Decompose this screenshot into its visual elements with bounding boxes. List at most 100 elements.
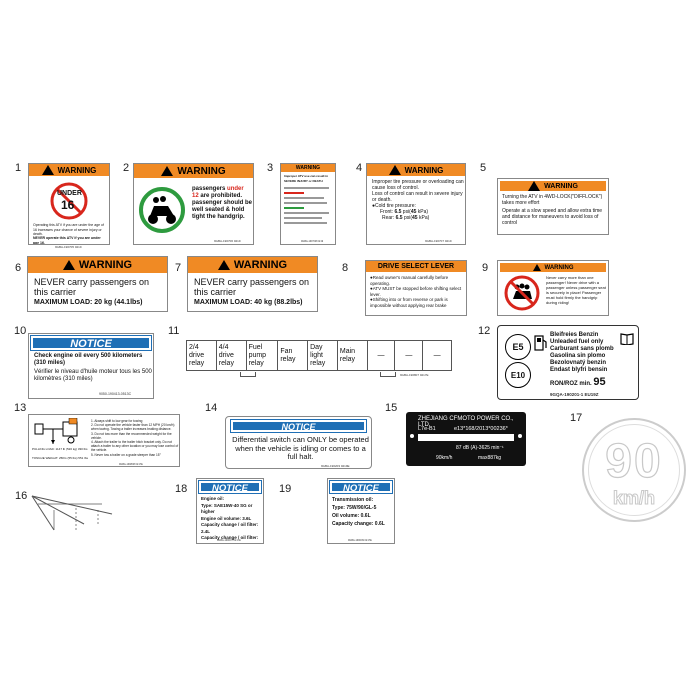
label-2-header: WARNING	[177, 165, 226, 177]
label-6-max-load: MAXIMUM LOAD: 20 kg (44.1lbs)	[34, 299, 143, 306]
manual-book-icon	[620, 332, 634, 350]
label-5-difflock-warning: WARNING Turning the ATV in 4WD-LOCK("DIF…	[497, 178, 609, 235]
label-number-16: 16	[15, 490, 28, 502]
warning-triangle-icon	[62, 260, 75, 270]
label-number-12: 12	[478, 325, 491, 337]
label-number-3: 3	[267, 162, 274, 174]
relay-cell-main: Main relay	[338, 341, 368, 370]
no-extra-passenger-icon	[504, 275, 540, 315]
label-18-engine-oil-notice: NOTICE Engine oil: Type: SAE15W-40 SG or…	[196, 478, 264, 544]
e5-badge: E5	[505, 334, 531, 360]
label-14-text: Differential switch can ONLY be operated…	[232, 435, 369, 461]
label-2-code: 9GBA-190706 0219	[214, 239, 241, 243]
label-6-header: WARNING	[78, 259, 133, 271]
label-number-14: 14	[205, 402, 218, 414]
rivet-hole-icon	[518, 434, 522, 438]
label-10-engine-oil-notice: NOTICE Check engine oil every 500 kilome…	[28, 333, 154, 399]
e10-badge: E10	[505, 362, 531, 388]
label-13-rules: 1. Always shift to low gear for towing 2…	[91, 419, 179, 457]
label-18-text: Engine oil: Type: SAE15W-40 SG or higher…	[201, 496, 259, 544]
label-number-5: 5	[480, 162, 487, 174]
label-13-tongue-weight: TONGUE WEIGHT: 25KG (55 lbs) 551 lbs	[32, 456, 88, 460]
label-1-under16-warning: WARNING UNDER 16 Operating this ATV if y…	[28, 163, 110, 245]
speed-limit-number: 90	[605, 434, 663, 488]
label-13-code: 9GBA-190808 0217E	[119, 463, 143, 466]
label-number-17: 17	[570, 412, 583, 424]
under16-prohibition-icon: UNDER 16	[49, 181, 89, 221]
label-11-tab-left	[240, 372, 256, 377]
label-15-vin-plate: ZHEJIANG CFMOTO POWER CO., LTD. L7e-B1 e…	[406, 412, 526, 466]
label-9-text: Never carry more than one passenger! Nev…	[546, 275, 606, 305]
label-number-2: 2	[123, 162, 130, 174]
label-11-relay-strip: 2/4 drive relay 4/4 drive relay Fuel pum…	[186, 340, 452, 371]
label-number-10: 10	[14, 325, 27, 337]
label-6-carrier-warning-20kg: WARNING NEVER carry passengers on this c…	[27, 256, 168, 312]
relay-cell-blank-3: —	[433, 351, 441, 359]
relay-cell-fuel-pump: Fuel pump relay	[247, 341, 279, 370]
label-3-code: 9GBA-190708 0219	[301, 240, 324, 243]
label-9-header: WARNING	[544, 264, 574, 271]
label-number-4: 4	[356, 162, 363, 174]
label-14-header: NOTICE	[230, 419, 367, 433]
label-15-title: ZHEJIANG CFMOTO POWER CO., LTD.	[418, 416, 514, 428]
label-15-mass: max887kg	[478, 455, 502, 461]
label-8-header: DRIVE SELECT LEVER	[366, 261, 466, 272]
label-4-tire-pressure-warning: WARNING Improper tire pressure or overlo…	[366, 163, 466, 245]
label-13-towing-label: PULLING LOAD: 1147 lb (520 kg) 330 lbs T…	[28, 414, 180, 467]
label-3-usage-warning: WARNING Improper ATV use can result in S…	[280, 163, 336, 245]
label-number-11: 11	[168, 325, 180, 337]
label-2-passengers-warning: WARNING passengers under 12 are prohibit…	[133, 163, 254, 245]
relay-cell-daylight: Day light relay	[308, 341, 338, 370]
relay-cell-fan: Fan relay	[278, 341, 309, 370]
label-3-title: Improper ATV use can result in SEVERE IN…	[284, 174, 329, 183]
label-7-max-load: MAXIMUM LOAD: 40 kg (88.2lbs)	[194, 299, 303, 306]
label-4-header: WARNING	[404, 165, 444, 175]
label-1-text-2: NEVER operate this ATV if you are under …	[33, 236, 101, 245]
label-8-drive-select-lever: DRIVE SELECT LEVER ●Read owner's manual …	[365, 260, 467, 316]
label-15-noise: 87 dB (A)-3625 min⁻¹	[456, 445, 504, 451]
label-3-fine-print	[284, 184, 334, 238]
label-19-header: NOTICE	[329, 480, 393, 494]
label-12-fuel-label: E5 E10 Bleifreies Benzin Unleaded fuel o…	[497, 325, 639, 400]
label-number-7: 7	[175, 262, 182, 274]
label-19-code: 9GBA-190009 0217E	[348, 539, 372, 542]
warning-triangle-icon	[161, 166, 174, 176]
label-18-code: 9GBA-190007 0217E	[217, 539, 241, 542]
label-number-18: 18	[175, 483, 188, 495]
vin-field	[418, 434, 514, 441]
label-number-6: 6	[15, 262, 22, 274]
speed-limit-inner-ring	[588, 424, 680, 516]
label-12-ron: RON/ROZ min. 95	[550, 376, 606, 388]
warning-triangle-icon	[41, 165, 54, 175]
label-15-model: L7e-B1	[418, 426, 436, 432]
speed-limit-unit: km/h	[612, 488, 655, 509]
label-number-13: 13	[14, 402, 27, 414]
relay-cell-4-4-drive: 4/4 drive relay	[217, 341, 247, 370]
atv-passenger-icon	[138, 186, 186, 239]
label-1-text: Operating this ATV if you are under the …	[33, 223, 104, 236]
label-10-text-fr: Vérifier le niveau d'huile moteur tous l…	[34, 369, 152, 382]
label-10-header: NOTICE	[30, 335, 152, 351]
label-12-fuel-text: Bleifreies Benzin Unleaded fuel only Car…	[550, 332, 614, 373]
label-6-text: NEVER carry passengers on this carrier	[34, 277, 150, 297]
warning-triangle-icon	[217, 260, 230, 270]
label-7-carrier-warning-40kg: WARNING NEVER carry passengers on this c…	[187, 256, 318, 312]
label-14-differential-notice: NOTICE Differential switch can ONLY be o…	[225, 416, 372, 469]
relay-cell-blank-2: —	[395, 341, 424, 370]
label-10-code: 9050-190413-0513C	[99, 392, 132, 396]
label-number-9: 9	[482, 262, 489, 274]
label-16-cable-diagram	[24, 490, 116, 537]
label-19-text: Transmission oil: Type: 75W/90/GL-5 Oil …	[332, 497, 385, 527]
label-15-approval: e13*168/2013*00236*	[454, 426, 508, 432]
label-8-text: ●Read owner's manual carefully before op…	[370, 275, 462, 308]
label-7-text: NEVER carry passengers on this carrier	[194, 277, 310, 297]
label-19-transmission-oil-notice: NOTICE Transmission oil: Type: 75W/90/GL…	[327, 478, 395, 544]
under-text: UNDER	[57, 190, 82, 197]
label-17-speed-limit-90: 90 km/h	[582, 418, 686, 522]
relay-cell-2-4-drive: 2/4 drive relay	[187, 341, 217, 370]
label-5-header: WARNING	[544, 182, 578, 190]
label-number-1: 1	[15, 162, 22, 174]
trailer-hitch-diagram-icon	[33, 417, 85, 451]
label-9-passenger-warning: WARNING Never carry more than one passen…	[497, 260, 609, 316]
label-15-speed: 90km/h	[436, 455, 453, 461]
